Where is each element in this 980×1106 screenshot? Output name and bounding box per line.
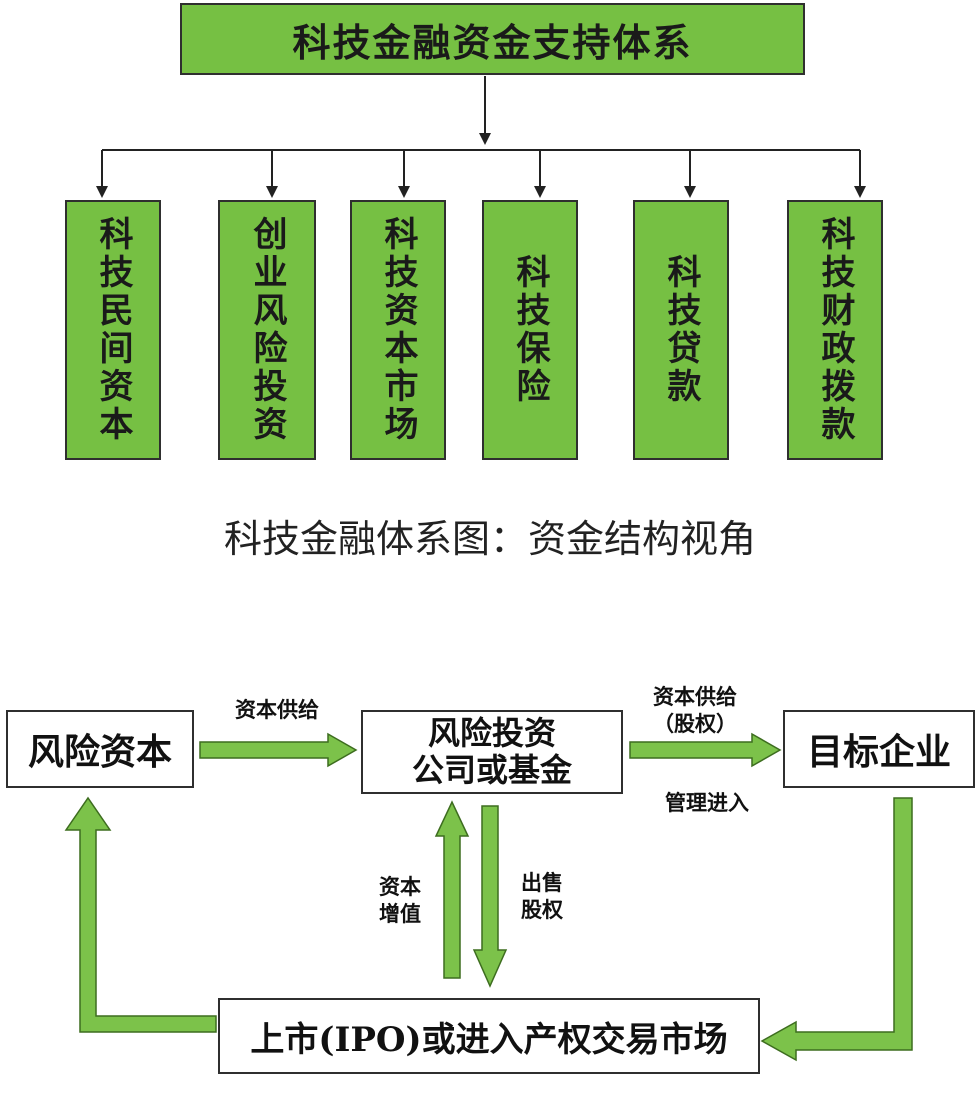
vc-firm-line2: 公司或基金 (411, 751, 572, 789)
exit-market-node: 上市(IPO)或进入产权交易市场 (218, 998, 760, 1074)
category-fiscal-funding: 科技财政拨款 (787, 200, 883, 460)
category-label: 科技贷款 (661, 254, 701, 406)
label-capital-supply: 资本供给 (235, 698, 319, 722)
root-node: 科技金融资金支持体系 (180, 3, 805, 75)
category-label: 科技资本市场 (378, 216, 418, 444)
category-loans: 科技贷款 (633, 200, 729, 460)
label-line: （股权） (653, 712, 737, 737)
arrow-firm-to-target (629, 732, 782, 768)
label-line: 资本供给 (653, 685, 737, 709)
category-label: 科技民间资本 (93, 216, 133, 444)
diagram-caption: 科技金融体系图：资金结构视角 (223, 517, 756, 561)
arrow-appreciation-up (434, 800, 470, 979)
label-capital-appreciation: 资本 增值 (370, 874, 430, 929)
category-label: 科技财政拨款 (815, 216, 855, 444)
arrow-vc-to-firm (199, 732, 358, 768)
vc-firm-node: 风险投资 公司或基金 (361, 710, 623, 794)
venture-capital-node: 风险资本 (6, 710, 194, 788)
category-venture-investment: 创业风险投资 (218, 200, 316, 460)
category-private-capital: 科技民间资本 (65, 200, 161, 460)
label-capital-supply-equity: 资本供给 （股权） (640, 684, 750, 739)
label-sell-equity: 出售 股权 (512, 870, 572, 925)
arrow-sell-down (472, 805, 508, 988)
category-insurance: 科技保险 (482, 200, 578, 460)
label-management-entry: 管理进入 (665, 791, 749, 815)
label-line: 出售 (521, 871, 563, 895)
arrow-target-to-exit (760, 797, 913, 1062)
category-label: 科技保险 (510, 254, 550, 406)
label-line: 增值 (379, 902, 421, 927)
category-capital-market: 科技资本市场 (350, 200, 446, 460)
label-line: 股权 (521, 898, 563, 923)
label-line: 资本 (379, 875, 421, 899)
vc-firm-line1: 风险投资 (427, 714, 556, 753)
target-company-node: 目标企业 (783, 710, 975, 788)
arrow-exit-to-vc (64, 796, 217, 1033)
category-label: 创业风险投资 (247, 216, 287, 444)
